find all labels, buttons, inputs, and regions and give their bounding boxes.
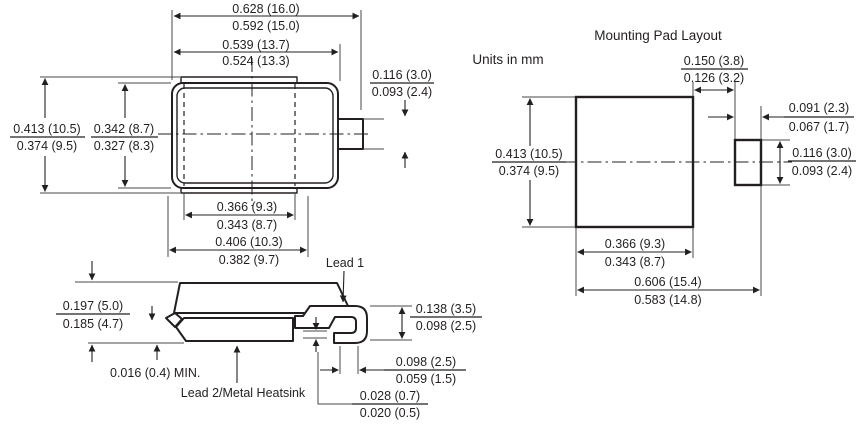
dim-top-heatsink-width-outer-min: 0.382 (9.7)	[219, 253, 279, 267]
dim-top-heatsink-width-max: 0.366 (9.3)	[217, 200, 277, 214]
standoff-note: 0.016 (0.4) MIN.	[110, 366, 200, 380]
dim-small-pad-height-max: 0.116 (3.0)	[792, 146, 852, 160]
dim-large-pad-height-max: 0.413 (10.5)	[495, 147, 562, 161]
dim-pad-overall-width-max: 0.606 (15.4)	[634, 275, 701, 289]
mounting-pad-layout: Mounting Pad Layout Units in mm 0.150 (3…	[472, 28, 856, 307]
dim-side-height-max: 0.197 (5.0)	[63, 299, 123, 313]
dim-large-pad-width-max: 0.366 (9.3)	[605, 237, 665, 251]
dim-side-thickness-min: 0.020 (0.5)	[360, 406, 420, 420]
dim-pad-overall-width-min: 0.583 (14.8)	[634, 293, 701, 307]
dim-top-overall-width-max: 0.628 (16.0)	[232, 2, 299, 16]
dim-top-body-height-max: 0.342 (8.7)	[94, 122, 154, 136]
top-view-extension-lines	[40, 10, 384, 257]
dim-pad-gap-min: 0.126 (3.2)	[684, 71, 744, 85]
dim-top-body-height-min: 0.327 (8.3)	[94, 139, 154, 153]
heatsink-slab-shape	[175, 317, 294, 342]
package-body-inner-outline	[176, 87, 334, 184]
lead1-leader-arrow	[339, 270, 347, 303]
units-note: Units in mm	[472, 52, 543, 67]
lead1-label: Lead 1	[326, 256, 364, 270]
pad-layout-extension-lines	[522, 82, 790, 296]
thickness-leader-line	[317, 352, 352, 405]
dim-small-pad-width-min: 0.067 (1.7)	[789, 120, 849, 134]
dim-small-pad-width-max: 0.091 (2.3)	[789, 101, 849, 115]
dim-top-lead-width-min: 0.093 (2.4)	[372, 85, 432, 99]
dim-side-foot-length-max: 0.098 (2.5)	[396, 355, 456, 369]
package-top-view: 0.628 (16.0) 0.592 (15.0) 0.539 (13.7) 0…	[10, 2, 434, 267]
dim-side-foot-length-min: 0.059 (1.5)	[396, 372, 456, 386]
dim-top-overall-width-min: 0.592 (15.0)	[232, 19, 299, 33]
pad-layout-title: Mounting Pad Layout	[594, 28, 722, 43]
dim-side-thickness-max: 0.028 (0.7)	[360, 389, 420, 403]
dim-top-lead-width-max: 0.116 (3.0)	[372, 68, 432, 82]
dim-top-body-width-max: 0.539 (13.7)	[222, 38, 289, 52]
package-side-view: 0.197 (5.0) 0.185 (4.7) 0.016 (0.4) MIN.…	[56, 256, 482, 420]
dim-side-lead-bend-min: 0.098 (2.5)	[416, 319, 476, 333]
heatsink-beak-shape	[165, 312, 183, 328]
dim-large-pad-width-min: 0.343 (8.7)	[605, 255, 665, 269]
dim-top-heatsink-width-min: 0.343 (8.7)	[217, 218, 277, 232]
dim-top-body-width-min: 0.524 (13.3)	[222, 54, 289, 68]
side-view-extension-lines	[75, 281, 412, 374]
lead2-label: Lead 2/Metal Heatsink	[181, 386, 306, 400]
dim-top-overall-height-min: 0.374 (9.5)	[17, 139, 77, 153]
dim-side-lead-bend-max: 0.138 (3.5)	[416, 302, 476, 316]
lead1-hook-shape	[294, 305, 368, 344]
dim-top-heatsink-width-outer-max: 0.406 (10.3)	[215, 235, 282, 249]
dim-pad-gap-max: 0.150 (3.8)	[684, 54, 744, 68]
dim-large-pad-height-min: 0.374 (9.5)	[499, 164, 559, 178]
dim-small-pad-height-min: 0.093 (2.4)	[792, 164, 852, 178]
dim-top-overall-height-max: 0.413 (10.5)	[13, 122, 80, 136]
dim-side-height-min: 0.185 (4.7)	[63, 317, 123, 331]
